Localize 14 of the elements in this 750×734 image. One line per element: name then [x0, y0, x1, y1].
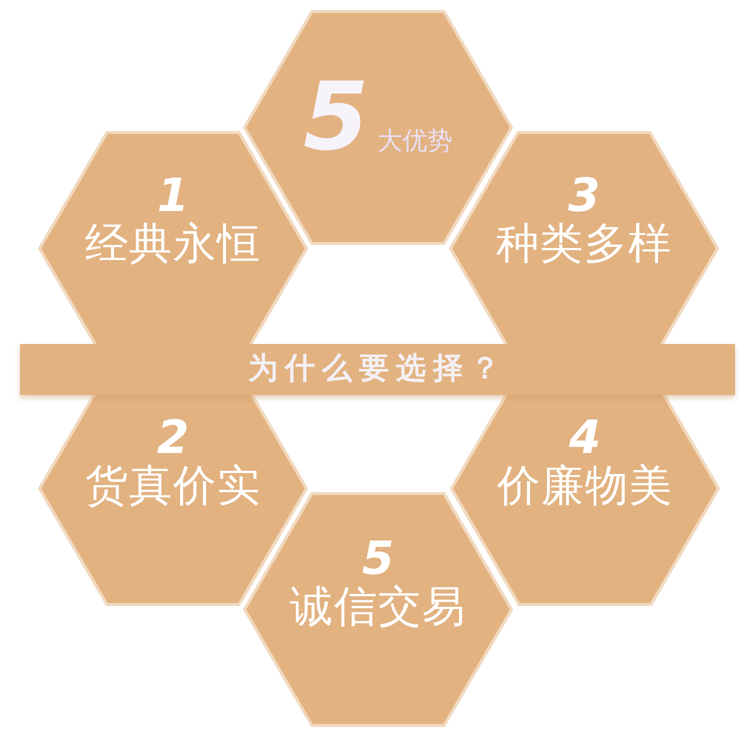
- banner-band: [20, 344, 735, 395]
- banner-heading: 为什么要选择？: [248, 350, 507, 388]
- step-number: 1: [156, 171, 189, 219]
- headline-text: 大优势: [378, 126, 453, 156]
- headline-number: 5: [303, 76, 369, 160]
- hexagon-label: 价廉物美: [497, 461, 673, 511]
- step-number: 2: [156, 413, 189, 461]
- hexagon-label: 经典永恒: [85, 219, 261, 269]
- step-number: 5: [362, 534, 394, 582]
- step-number: 4: [568, 413, 601, 461]
- hexagon-label: 种类多样: [496, 219, 672, 269]
- hexagon-label: 货真价实: [85, 461, 261, 511]
- step-number: 3: [568, 171, 600, 219]
- hexagon-label: 诚信交易: [290, 582, 466, 632]
